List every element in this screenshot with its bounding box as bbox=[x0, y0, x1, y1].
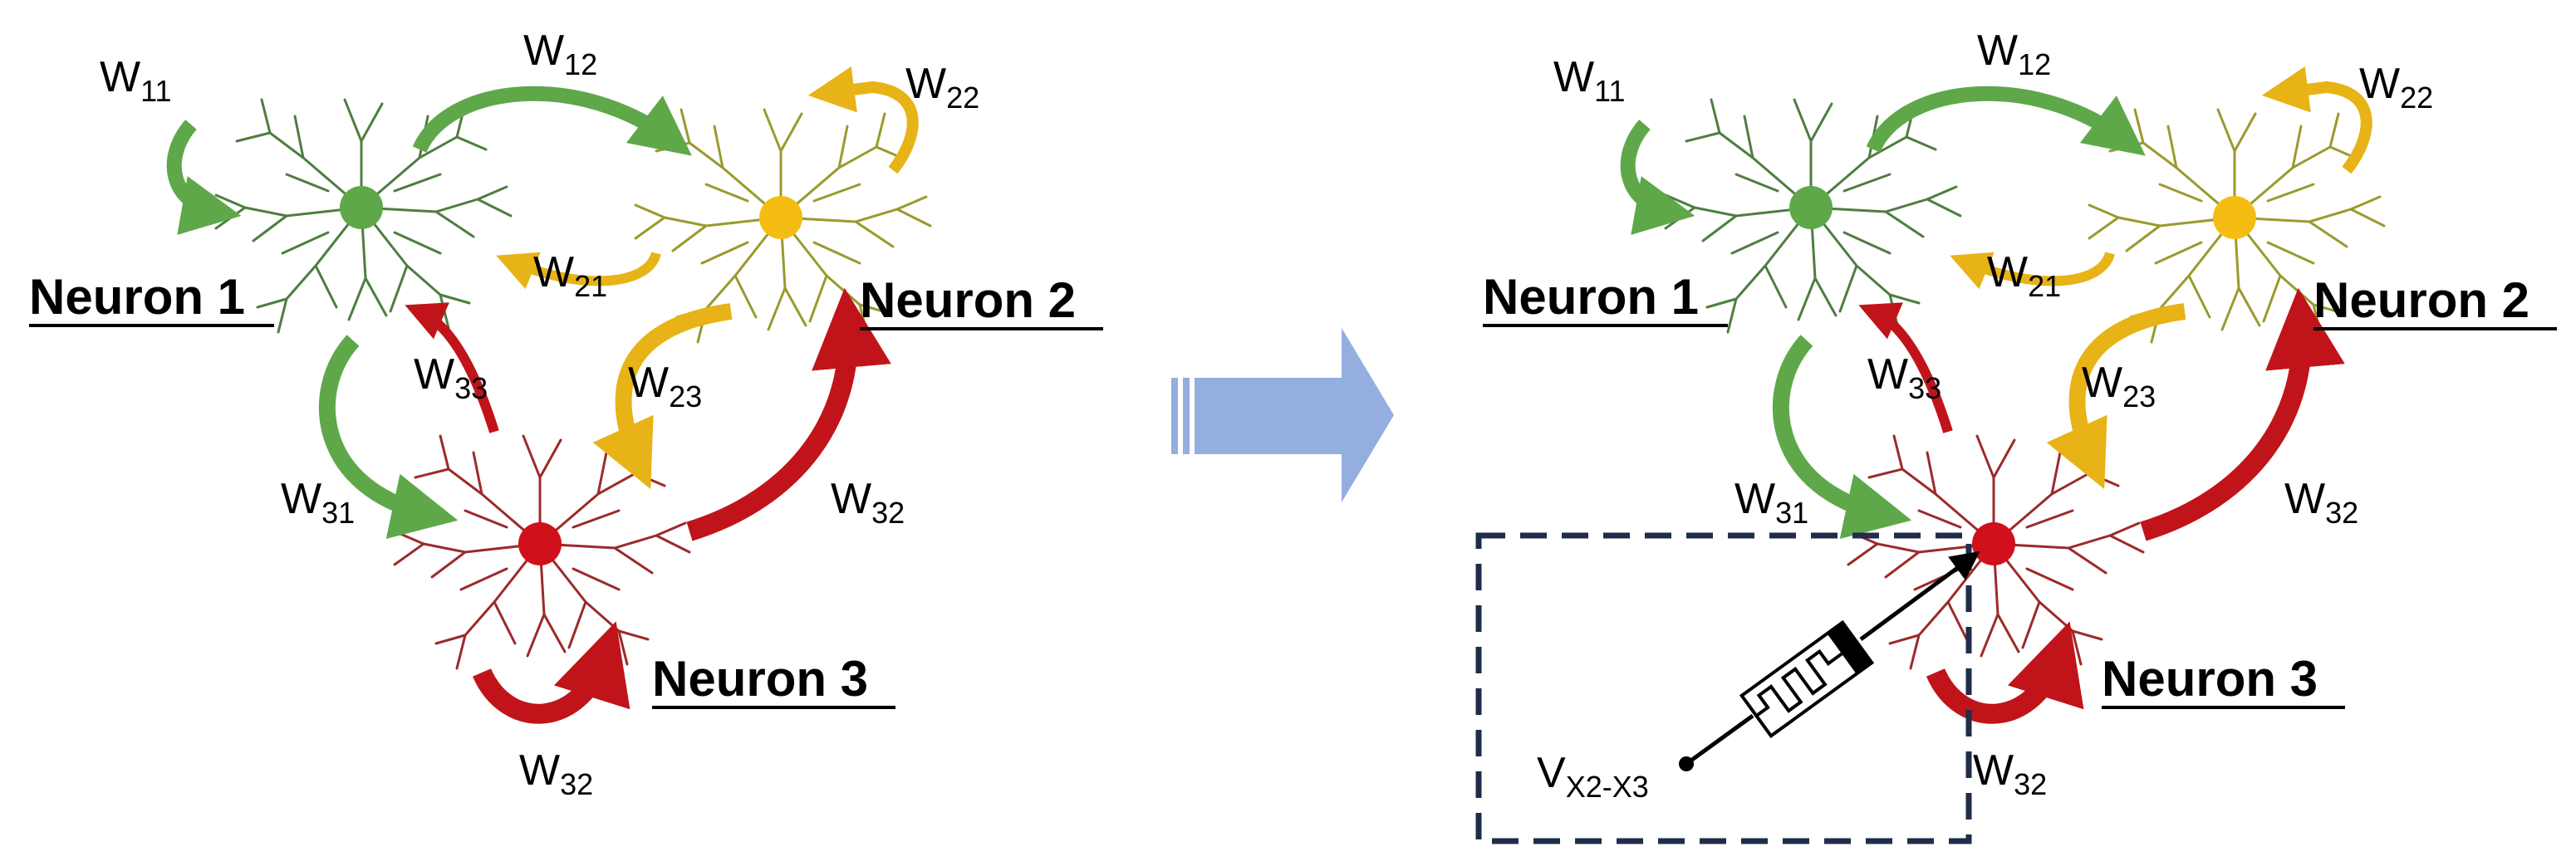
w22-arrow bbox=[807, 66, 919, 174]
w31-arrow bbox=[1772, 335, 1912, 540]
w12-arrow bbox=[1866, 86, 2146, 156]
memristor-connection bbox=[1679, 550, 1980, 771]
w32b-label: W32 bbox=[1973, 746, 2047, 801]
voltage-label: VX2-X3 bbox=[1537, 749, 1649, 804]
neuron-3-label: Neuron 3 bbox=[652, 651, 868, 707]
w23-arrow bbox=[592, 303, 733, 490]
w22-label: W22 bbox=[905, 60, 979, 115]
w23-arrow bbox=[2046, 303, 2186, 490]
neuron-2-soma bbox=[759, 196, 802, 239]
w23-label: W23 bbox=[2082, 359, 2156, 413]
neuron-1-soma bbox=[1789, 186, 1833, 229]
left-diagram: W11 W12 W22 W21 W33 W23 W31 W32 W32 Neur… bbox=[29, 27, 1103, 801]
w32a-label: W32 bbox=[2284, 475, 2358, 530]
w31-label: W31 bbox=[281, 475, 355, 530]
transition-arrow bbox=[1171, 328, 1394, 502]
w31-arrow bbox=[318, 335, 459, 540]
neuron-2-label: Neuron 2 bbox=[2313, 272, 2529, 328]
w12-arrow bbox=[412, 86, 692, 156]
neuron-3-label: Neuron 3 bbox=[2102, 651, 2318, 707]
w33-arrow bbox=[1858, 302, 1953, 433]
w21-arrow bbox=[1950, 251, 2115, 290]
w11-arrow bbox=[166, 120, 242, 235]
w32b-label: W32 bbox=[519, 746, 593, 801]
w11-label: W11 bbox=[1553, 53, 1625, 108]
w33-label: W33 bbox=[414, 350, 488, 405]
w21-arrow bbox=[496, 251, 661, 290]
w21-label: W21 bbox=[533, 248, 607, 303]
w22-label: W22 bbox=[2359, 60, 2433, 115]
w31-label: W31 bbox=[1735, 475, 1808, 530]
memristor-icon bbox=[1739, 619, 1875, 739]
neuron-1-label: Neuron 1 bbox=[1483, 269, 1699, 325]
w12-label: W12 bbox=[523, 27, 597, 81]
dashed-box bbox=[1475, 532, 1972, 844]
neuron-2-soma bbox=[2213, 196, 2256, 239]
neuron-1-label: Neuron 1 bbox=[29, 269, 245, 325]
neuron-1-soma bbox=[340, 186, 383, 229]
w32a-arrow bbox=[686, 287, 891, 541]
w32a-arrow bbox=[2140, 287, 2345, 541]
w12-label: W12 bbox=[1977, 27, 2051, 81]
w11-arrow bbox=[1620, 120, 1695, 235]
w33-label: W33 bbox=[1867, 350, 1941, 405]
w32a-label: W32 bbox=[831, 475, 905, 530]
neuron-3-soma bbox=[1972, 522, 2015, 565]
w32b-arrow bbox=[472, 621, 631, 724]
w33-arrow bbox=[405, 302, 499, 433]
right-diagram: W11 W12 W22 W21 W33 W23 W31 W32 W32 Neur… bbox=[1475, 27, 2557, 844]
w21-label: W21 bbox=[1987, 248, 2061, 303]
w11-label: W11 bbox=[100, 53, 171, 108]
w22-arrow bbox=[2261, 66, 2372, 174]
w23-label: W23 bbox=[628, 359, 702, 413]
neuron-3-soma bbox=[518, 522, 562, 565]
neuron-2-label: Neuron 2 bbox=[860, 272, 1076, 328]
w32b-arrow bbox=[1926, 621, 2084, 724]
